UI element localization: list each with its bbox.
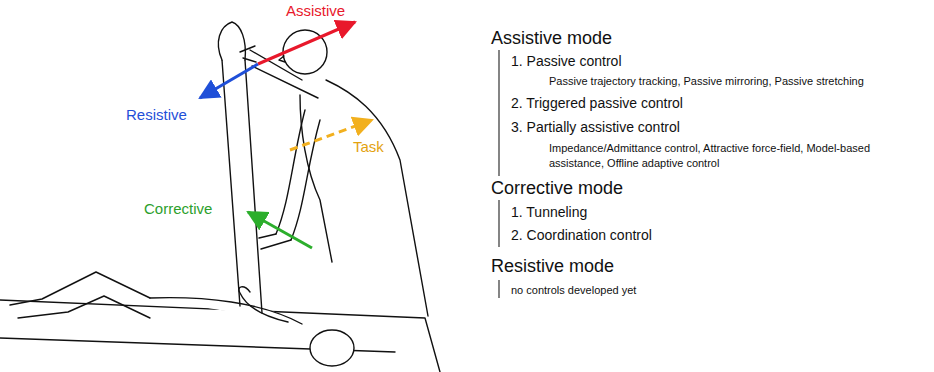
control-item: 3. Partially assistive control [510, 119, 681, 136]
control-item: 2. Triggered passive control [510, 95, 684, 112]
mode-arrow-label: Assistive [285, 2, 346, 20]
patient-leg [18, 296, 150, 318]
line-art [0, 22, 440, 372]
resistive-arrow [200, 64, 258, 98]
control-examples: Impedance/Admittance control, Attractive… [548, 141, 880, 172]
mode-arrow-label: Resistive [125, 106, 188, 124]
list-bar [498, 280, 499, 298]
therapist-arm [252, 66, 318, 98]
therapist-arm [291, 120, 320, 240]
mode-arrow-label: Task [352, 138, 385, 156]
patient-head [310, 330, 354, 366]
corrective-arrow [248, 212, 312, 248]
mode-heading: Corrective mode [490, 178, 624, 200]
control-item: 1. Tunneling [510, 204, 588, 221]
bed-outline [0, 300, 440, 372]
therapist-nose [279, 56, 285, 62]
control-item: 1. Passive control [510, 53, 623, 70]
patient-arm [239, 287, 288, 322]
assistive-arrow [258, 22, 355, 64]
mode-heading: Resistive mode [490, 256, 615, 278]
mode-arrow-label: Corrective [143, 200, 213, 218]
list-bar [498, 200, 499, 247]
therapist-hand [259, 234, 291, 249]
therapist-arm [276, 110, 305, 234]
patient-hand [218, 22, 245, 60]
control-examples: Passive trajectory tracking, Passive mir… [548, 75, 865, 88]
patient-raised-arm [222, 60, 240, 306]
patient-leg [10, 272, 150, 305]
list-bar [498, 50, 499, 176]
mode-heading: Assistive mode [490, 28, 613, 50]
therapist-back [326, 80, 428, 316]
therapist-grip [240, 46, 256, 62]
patient-raised-arm [245, 60, 262, 313]
control-item: 2. Coordination control [510, 227, 653, 244]
therapist-front [300, 95, 332, 262]
control-examples: no controls developed yet [510, 284, 637, 297]
